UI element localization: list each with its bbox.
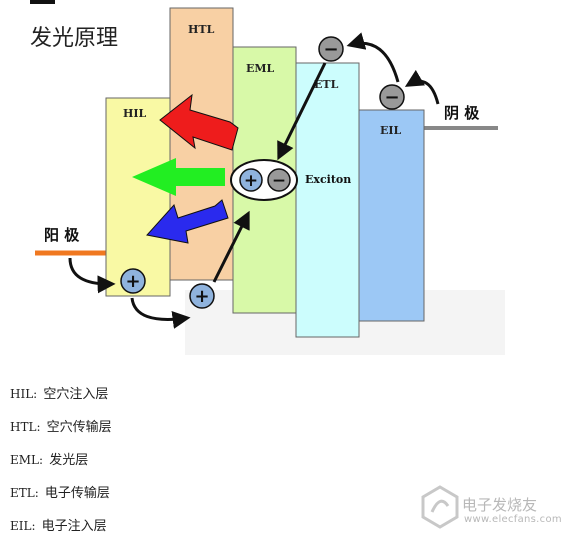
exciton-hole-icon [239,168,263,192]
legend-desc: 发光层 [49,453,89,468]
legend-abbr: EML: [10,453,44,467]
blue-emission-arrow [146,199,229,244]
watermark: 电子发烧友 www.elecfans.com [420,482,562,532]
electron-charge-icon [379,84,405,110]
watermark-logo-icon [421,485,459,529]
hole-path-arrow [68,257,116,294]
hole-path-arrow [212,210,250,283]
legend-item: EIL: 电子注入层 [10,516,430,549]
label-eml: EML [246,62,275,75]
hole-plus-sign: + [194,286,209,307]
label-etl: ETL [314,78,339,91]
legend-item: HIL: 空穴注入层 [10,384,430,417]
hole-path-arrow [130,297,191,329]
hole-charge-icon [120,268,146,294]
cathode-label: 阴 极 [444,104,480,122]
label-htl: HTL [188,23,215,36]
label-eil: EIL [380,124,402,137]
exciton-minus-sign: − [272,171,286,191]
legend-item: ETL: 电子传输层 [10,483,430,516]
title-decoration-bar [30,0,55,4]
exciton-electron-icon [267,168,291,192]
label-hil: HIL [123,107,147,120]
legend-item: HTL: 空穴传输层 [10,417,430,450]
green-emission-arrow [132,158,225,196]
legend-desc: 电子注入层 [41,519,107,534]
diagram-title: 发光原理 [30,26,119,51]
anode-label: 阳 极 [44,226,80,244]
electron-minus-sign: − [323,39,338,60]
electron-path-arrow [346,32,400,83]
watermark-text: 电子发烧友 [462,496,538,514]
legend-desc: 空穴传输层 [46,420,112,435]
hole-plus-sign: + [125,271,140,292]
legend-abbr: HIL: [10,387,38,401]
electron-path-arrow [404,69,440,105]
legend-desc: 空穴注入层 [43,387,109,402]
legend-desc: 电子传输层 [44,486,110,501]
layer-hil [105,97,171,297]
legend-abbr: EIL: [10,519,36,533]
electron-path-arrow [277,62,327,161]
red-emission-arrow [159,93,239,151]
exciton-label: Exciton [305,173,351,186]
electron-charge-icon [318,36,344,62]
electron-minus-sign: − [384,87,399,108]
layer-eil [358,109,425,322]
layer-etl [295,62,360,338]
watermark-url: www.elecfans.com [464,514,562,525]
hole-charge-icon [189,283,215,309]
legend-abbr: HTL: [10,420,41,434]
legend-item: EML: 发光层 [10,450,430,483]
legend: HIL: 空穴注入层 HTL: 空穴传输层 EML: 发光层 ETL: 电子传输… [10,384,430,549]
exciton-plus-sign: + [244,171,258,191]
oled-principle-diagram: HIL HTL EML ETL EIL + − Exciton + + − − … [35,7,505,355]
legend-abbr: ETL: [10,486,39,500]
